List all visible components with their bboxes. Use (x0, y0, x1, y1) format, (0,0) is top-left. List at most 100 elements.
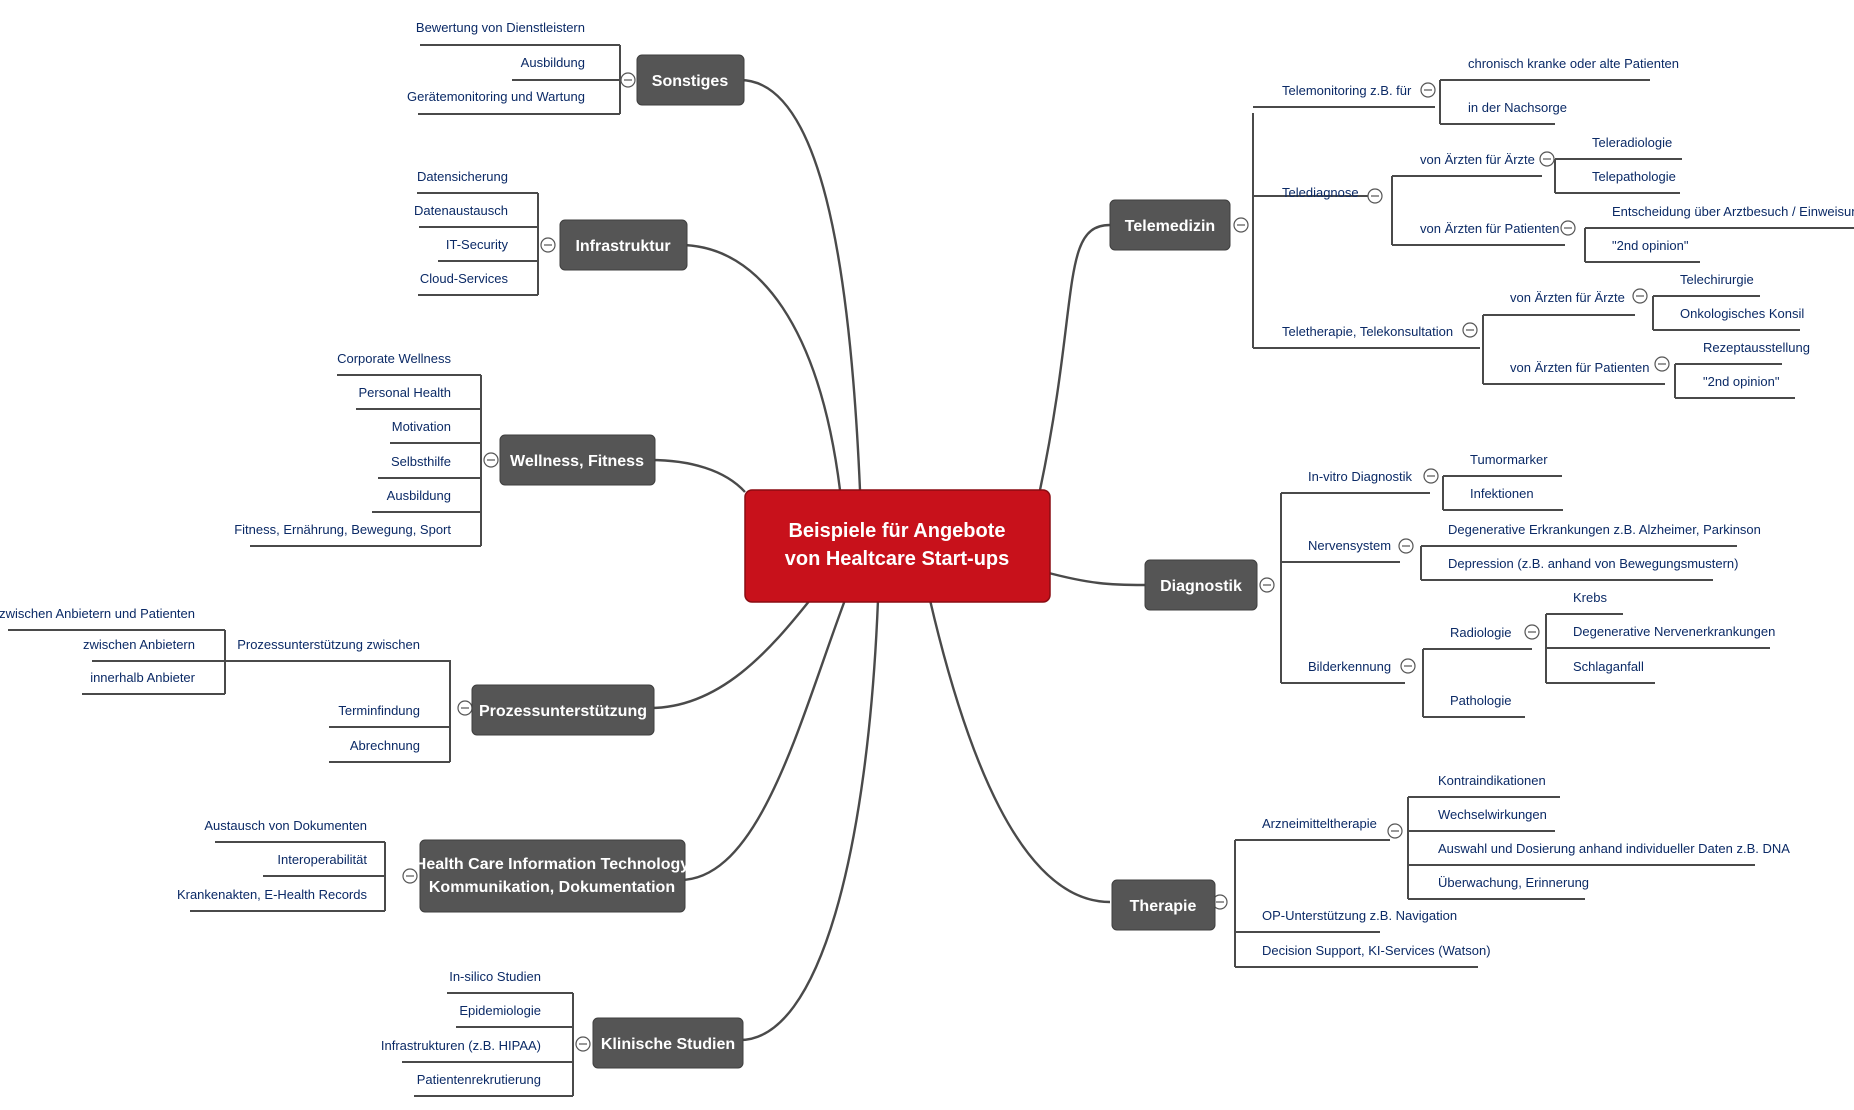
leaf-label: Bewertung von Dienstleistern (416, 20, 585, 35)
leaf-label: Onkologisches Konsil (1680, 306, 1804, 321)
collapse-toggle-icon[interactable] (1400, 658, 1416, 674)
collapse-toggle-icon[interactable] (1539, 151, 1555, 167)
subtopic-label: Telediagnose (1282, 185, 1359, 200)
leaf-label: Infektionen (1470, 486, 1534, 501)
root-node[interactable]: Beispiele für Angebote von Healtcare Sta… (744, 489, 1051, 603)
collapse-toggle-icon[interactable] (1233, 217, 1249, 233)
leaf-label: Infrastrukturen (z.B. HIPAA) (381, 1038, 541, 1053)
branch-label: Prozessunterstützung (479, 703, 647, 720)
collapse-toggle-icon[interactable] (540, 237, 556, 253)
branch-label: Klinische Studien (601, 1036, 735, 1053)
leaf-label: Abrechnung (350, 738, 420, 753)
leaf-label: Ausbildung (387, 488, 451, 503)
branch-label: Wellness, Fitness (510, 453, 644, 470)
collapse-toggle-icon[interactable] (1420, 82, 1436, 98)
collapse-toggle-icon[interactable] (1398, 538, 1414, 554)
collapse-toggle-icon[interactable] (457, 700, 473, 716)
collapse-toggle-icon[interactable] (1423, 468, 1439, 484)
leaf-label: Auswahl und Dosierung anhand individuell… (1438, 841, 1790, 856)
leaf-label: Degenerative Erkrankungen z.B. Alzheimer… (1448, 522, 1761, 537)
branch-label-line1: Health Care Information Technology (415, 856, 690, 873)
leaf-label: Schlaganfall (1573, 659, 1644, 674)
subtopic-label: Radiologie (1450, 625, 1511, 640)
subtopic-label: Bilderkennung (1308, 659, 1391, 674)
leaf-label: Corporate Wellness (337, 351, 451, 366)
leaf-label: Terminfindung (338, 703, 420, 718)
leaf-label: Telechirurgie (1680, 272, 1754, 287)
leaf-label: Pathologie (1450, 693, 1511, 708)
leaf-label: Gerätemonitoring und Wartung (407, 89, 585, 104)
branch-label: Therapie (1130, 898, 1197, 915)
leaf-label: In-silico Studien (449, 969, 541, 984)
leaf-label: Depression (z.B. anhand von Bewegungsmus… (1448, 556, 1739, 571)
branch-wellness-fitness[interactable]: Wellness, Fitness (499, 434, 656, 486)
subtopic-label: Teletherapie, Telekonsultation (1282, 324, 1453, 339)
main-connectors (649, 78, 1146, 1042)
leaf-label: Telepathologie (1592, 169, 1676, 184)
branch-health-care-it[interactable]: Health Care Information Technology Kommu… (415, 839, 690, 913)
leaf-label: Datenaustausch (414, 203, 508, 218)
leaf-label: Personal Health (359, 385, 452, 400)
leaf-label: Selbsthilfe (391, 454, 451, 469)
collapse-toggle-icon[interactable] (1367, 188, 1383, 204)
leaf-label: in der Nachsorge (1468, 100, 1567, 115)
branch-label: Sonstiges (652, 73, 729, 90)
branch-infrastruktur[interactable]: Infrastruktur (559, 219, 688, 271)
branch-sonstiges[interactable]: Sonstiges (636, 54, 745, 106)
subtopic-label: von Ärzten für Patienten (1420, 221, 1559, 236)
leaf-label: Motivation (392, 419, 451, 434)
leaf-label: Patientenrekrutierung (417, 1072, 541, 1087)
branch-klinische-studien[interactable]: Klinische Studien (592, 1017, 744, 1069)
collapse-toggle-icon[interactable] (575, 1036, 591, 1052)
leaf-label: Degenerative Nervenerkrankungen (1573, 624, 1775, 639)
leaf-label: IT-Security (446, 237, 509, 252)
leaf-label: chronisch kranke oder alte Patienten (1468, 56, 1679, 71)
collapse-toggle-icon[interactable] (1524, 624, 1540, 640)
leaf-label: Cloud-Services (420, 271, 509, 286)
leaf-label: Tumormarker (1470, 452, 1548, 467)
leaf-label: Interoperabilität (277, 852, 367, 867)
collapse-toggle-icon[interactable] (402, 868, 418, 884)
leaf-label: "2nd opinion" (1612, 238, 1689, 253)
branch-prozessunterstuetzung[interactable]: Prozessunterstützung (471, 684, 655, 736)
branch-telemedizin[interactable]: Telemedizin (1109, 199, 1231, 251)
branch-therapie[interactable]: Therapie (1111, 879, 1216, 931)
leaf-labels: Bewertung von Dienstleistern Ausbildung … (0, 20, 1854, 1087)
collapse-toggle-icon[interactable] (1560, 220, 1576, 236)
collapse-toggles[interactable] (402, 72, 1670, 1052)
branch-label-line2: Kommunikation, Dokumentation (429, 879, 675, 896)
subtopic-label: Prozessunterstützung zwischen (237, 637, 420, 652)
collapse-toggle-icon[interactable] (1259, 577, 1275, 593)
leaf-connectors (8, 44, 1854, 1097)
leaf-label: innerhalb Anbieter (90, 670, 195, 685)
branch-label: Telemedizin (1125, 218, 1215, 235)
collapse-toggle-icon[interactable] (1462, 322, 1478, 338)
subtopic-label: Arzneimitteltherapie (1262, 816, 1377, 831)
leaf-label: zwischen Anbietern (83, 637, 195, 652)
leaf-label: Entscheidung über Arztbesuch / Einweisun… (1612, 204, 1854, 219)
subtopic-label: von Ärzten für Ärzte (1510, 290, 1625, 305)
leaf-label: Ausbildung (521, 55, 585, 70)
branch-label: Diagnostik (1160, 578, 1242, 595)
branch-diagnostik[interactable]: Diagnostik (1144, 559, 1258, 611)
collapse-toggle-icon[interactable] (620, 72, 636, 88)
collapse-toggle-icon[interactable] (483, 452, 499, 468)
leaf-label: Rezeptausstellung (1703, 340, 1810, 355)
leaf-label: Teleradiologie (1592, 135, 1672, 150)
leaf-label: Fitness, Ernährung, Bewegung, Sport (234, 522, 451, 537)
collapse-toggle-icon[interactable] (1632, 288, 1648, 304)
leaf-label: Wechselwirkungen (1438, 807, 1547, 822)
subtopic-label: von Ärzten für Ärzte (1420, 152, 1535, 167)
branch-label: Infrastruktur (575, 238, 670, 255)
leaf-label: "2nd opinion" (1703, 374, 1780, 389)
collapse-toggle-icon[interactable] (1387, 823, 1403, 839)
leaf-label: Austausch von Dokumenten (204, 818, 367, 833)
leaf-label: Überwachung, Erinnerung (1438, 875, 1589, 890)
root-title-line1: Beispiele für Angebote (788, 520, 1005, 542)
collapse-toggle-icon[interactable] (1654, 356, 1670, 372)
leaf-label: Datensicherung (417, 169, 508, 184)
leaf-label: Krebs (1573, 590, 1607, 605)
leaf-label: OP-Unterstützung z.B. Navigation (1262, 908, 1457, 923)
subtopic-label: Telemonitoring z.B. für (1282, 83, 1412, 98)
